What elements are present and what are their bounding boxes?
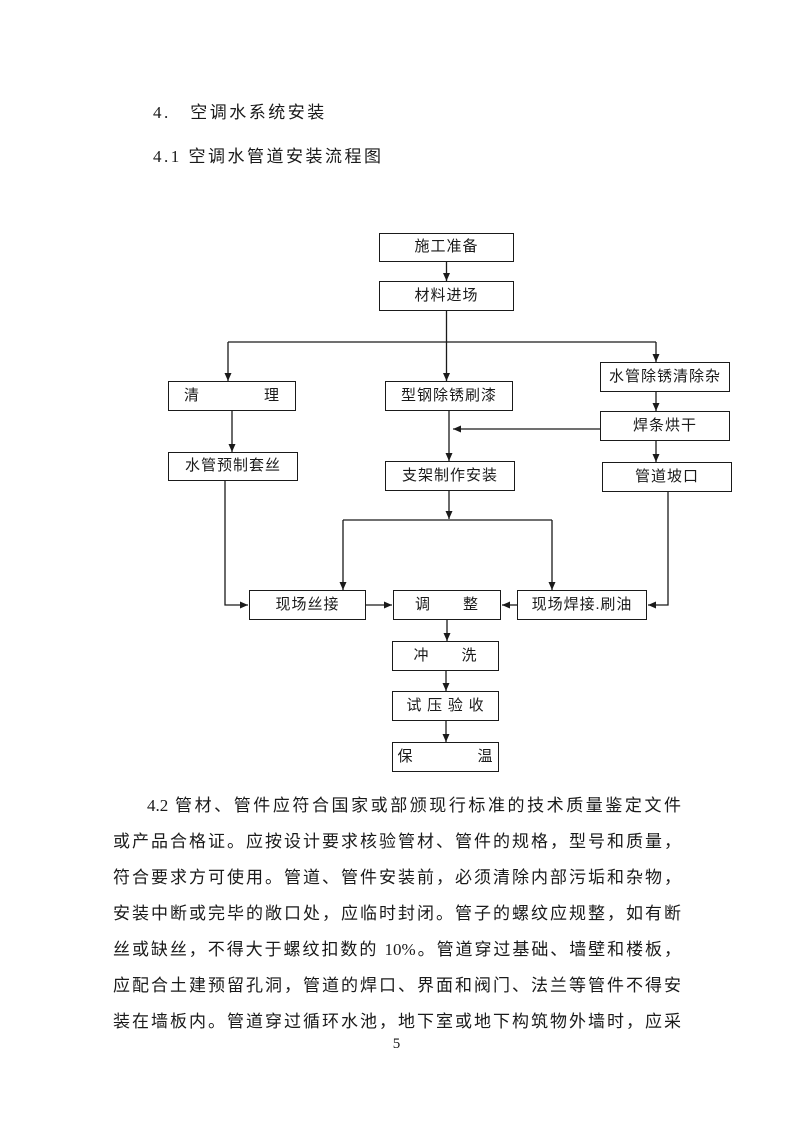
flow-node-insulation: 保 温 — [392, 742, 499, 772]
flow-node-steel-derust-paint: 型钢除锈刷漆 — [385, 381, 513, 411]
subsection-heading: 4.1 空调水管道安装流程图 — [153, 147, 384, 166]
flow-node-cleaning: 清 理 — [168, 381, 296, 411]
paragraph-line: 或产品合格证。应按设计要求核验管材、管件的规格，型号和质量， — [113, 832, 681, 851]
flow-node-adjustment: 调 整 — [393, 590, 501, 620]
paragraph-line: 丝或缺丝，不得大于螺纹扣数的 10%。管道穿过基础、墙壁和楼板， — [113, 940, 681, 959]
flow-node-pipe-groove: 管道坡口 — [602, 462, 732, 492]
paragraph-line: 符合要求方可使用。管道、管件安装前，必须清除内部污垢和杂物， — [113, 868, 681, 887]
flow-node-pipe-prefab-threading: 水管预制套丝 — [168, 452, 298, 481]
paragraph-line: 装在墙板内。管道穿过循环水池，地下室或地下构筑物外墙时，应采 — [113, 1012, 681, 1031]
paragraph-line: 4.2 管材、管件应符合国家或部颁现行标准的技术质量鉴定文件 — [147, 796, 681, 815]
flow-node-site-welding-oiling: 现场焊接.刷油 — [517, 590, 647, 620]
flow-node-site-threading: 现场丝接 — [249, 590, 366, 620]
flow-node-material-arrival: 材料进场 — [379, 281, 514, 311]
section-heading: 4. 空调水系统安装 — [153, 103, 327, 122]
flow-node-bracket-fabrication-install: 支架制作安装 — [385, 461, 515, 491]
flow-node-pipe-derust-clean: 水管除锈清除杂 — [600, 362, 730, 392]
flow-node-electrode-drying: 焊条烘干 — [600, 411, 730, 441]
flow-node-flushing: 冲 洗 — [392, 641, 499, 671]
body-paragraph: 4.2 管材、管件应符合国家或部颁现行标准的技术质量鉴定文件 或产品合格证。应按… — [113, 788, 681, 1040]
flow-node-construction-preparation: 施工准备 — [379, 233, 514, 262]
flow-node-pressure-test-acceptance: 试 压 验 收 — [392, 691, 499, 721]
paragraph-line: 安装中断或完毕的敞口处，应临时封闭。管子的螺纹应规整，如有断 — [113, 904, 681, 923]
page-number: 5 — [392, 1036, 401, 1052]
paragraph-line: 应配合土建预留孔洞，管道的焊口、界面和阀门、法兰等管件不得安 — [113, 976, 681, 995]
